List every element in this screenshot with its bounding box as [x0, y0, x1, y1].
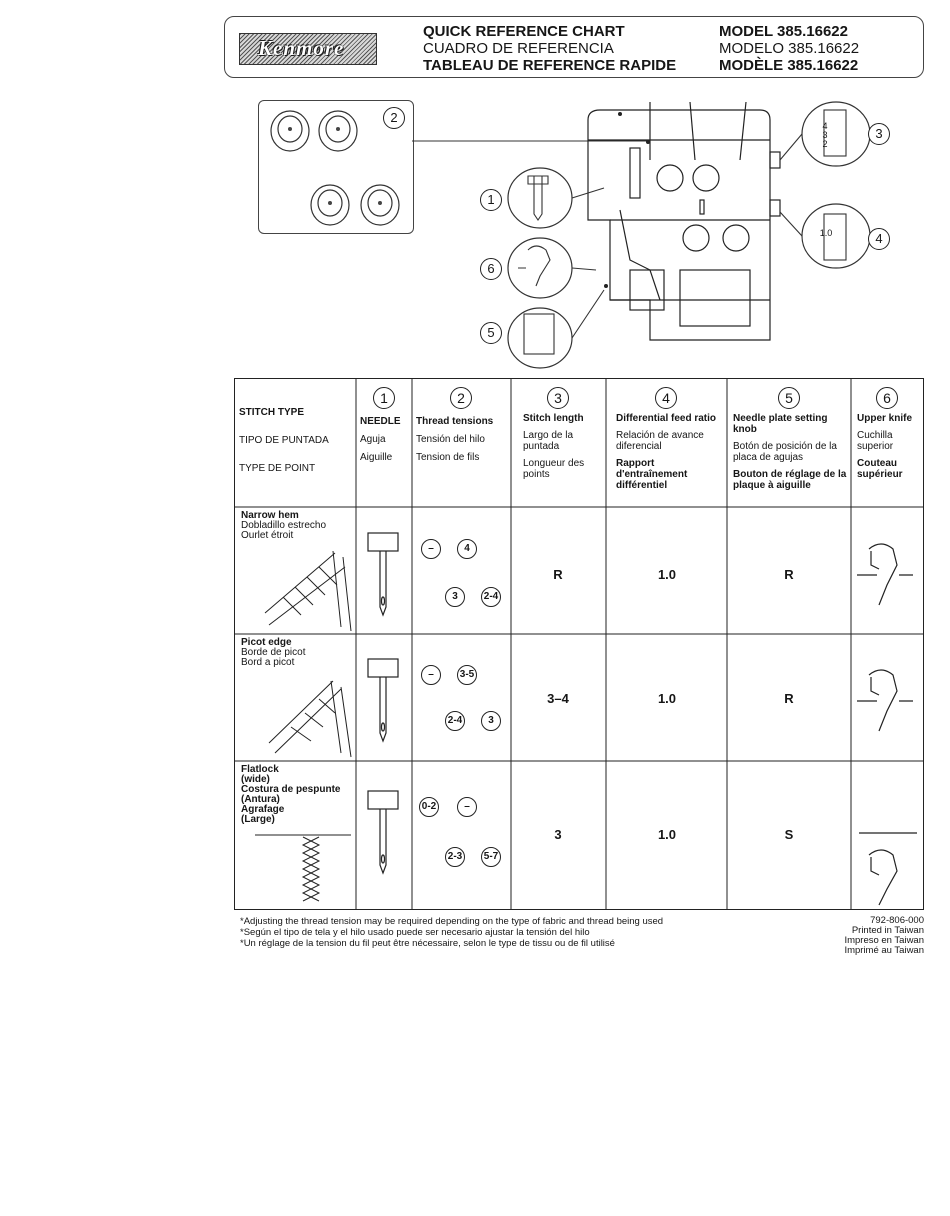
diff-feed-row1: 1.0: [657, 567, 677, 582]
knife-icon-row1: [857, 543, 913, 606]
chart-title: QUICK REFERENCE CHART CUADRO DE REFERENC…: [423, 23, 676, 74]
model-en: MODEL 385.16622: [719, 23, 848, 40]
flatlock-illustration: [255, 834, 351, 902]
kenmore-logo: Kenmore: [239, 33, 377, 65]
printed-fr: Imprimé au Taiwan: [844, 945, 924, 956]
serger-drawing: [587, 101, 781, 341]
callout-1: 1: [480, 189, 502, 211]
reference-table: STITCH TYPE TIPO DE PUNTADA TYPE DE POIN…: [234, 378, 924, 910]
footnote-es: *Según el tipo de tela y el hilo usado p…: [240, 927, 590, 938]
tension-lower-looper-row3: 5-7: [481, 847, 501, 867]
col-number-4: 4: [655, 387, 677, 409]
tension-right-needle-row1: 4: [457, 539, 477, 559]
print-info: 792-806-000 Printed in Taiwan Impreso en…: [844, 916, 924, 956]
model-es: MODELO 385.16622: [719, 40, 860, 57]
footnote-en: *Adjusting the thread tension may be req…: [240, 916, 664, 927]
tension-upper-looper-row3: 2-3: [445, 847, 465, 867]
title-fr: TABLEAU DE REFERENCE RAPIDE: [423, 57, 677, 74]
footnote-fr: *Un réglage de la tension du fil peut êt…: [240, 938, 615, 949]
needle-plate-row1: R: [784, 567, 794, 582]
diff-feed-row3: 1.0: [657, 827, 677, 842]
needle-plate-row3: S: [784, 827, 794, 842]
stitch-length-row2: 3–4: [547, 691, 569, 706]
model-number: MODEL 385.16622 MODELO 385.16622 MODÈLE …: [719, 23, 859, 74]
callout-3: 3: [868, 123, 890, 145]
col-number-2: 2: [450, 387, 472, 409]
tension-lower-looper-row1: 2-4: [481, 587, 501, 607]
callout-4: 4: [868, 228, 890, 250]
callout-2: 2: [383, 107, 405, 129]
model-fr: MODÈLE 385.16622: [719, 57, 859, 74]
tension-left-needle-row3: 0-2: [419, 797, 439, 817]
tension-upper-looper-row2: 2-4: [445, 711, 465, 731]
tension-left-needle-row1: –: [421, 539, 441, 559]
leader-line-2: [412, 140, 650, 142]
diff-feed-row2: 1.0: [657, 691, 677, 706]
tension-right-needle-row3: –: [457, 797, 477, 817]
header-box: Kenmore QUICK REFERENCE CHART CUADRO DE …: [224, 16, 924, 78]
tension-lower-looper-row2: 3: [481, 711, 501, 731]
col-number-3: 3: [547, 387, 569, 409]
tension-dials-box: 2: [258, 100, 414, 234]
needle-icon-row1: [367, 532, 399, 617]
knife-icon-row3: [859, 832, 917, 906]
col-number-6: 6: [876, 387, 898, 409]
tension-right-needle-row2: 3-5: [457, 665, 477, 685]
printed-es: Impreso en Taiwan: [844, 935, 924, 946]
stitch-length-row1: R: [553, 567, 563, 582]
footnotes: *Adjusting the thread tension may be req…: [240, 916, 663, 949]
title-en: QUICK REFERENCE CHART: [423, 23, 625, 40]
col-number-5: 5: [778, 387, 800, 409]
tension-left-needle-row2: –: [421, 665, 441, 685]
printed-en: Printed in Taiwan: [851, 925, 924, 936]
needle-plate-row2: R: [784, 691, 794, 706]
header-stitch-type: STITCH TYPE TIPO DE PUNTADA TYPE DE POIN…: [239, 407, 329, 474]
tension-upper-looper-row1: 3: [445, 587, 465, 607]
logo-text: Kenmore: [258, 36, 345, 60]
part-number: 792-806-000: [870, 915, 924, 926]
title-es: CUADRO DE REFERENCIA: [423, 40, 614, 57]
table-grid: [235, 379, 923, 909]
needle-icon-row2: [367, 658, 399, 743]
row-label-flatlock: Flatlock (wide) Costura de pespunte (Ant…: [241, 764, 341, 825]
needle-icon-row3: [367, 790, 399, 875]
tension-dials-drawing: [270, 110, 400, 226]
stitch-length-row3: 3: [554, 827, 562, 842]
col-number-1: 1: [373, 387, 395, 409]
gauge-diff-label: 1.0: [819, 228, 833, 238]
narrow-hem-illustration: [264, 550, 352, 632]
callout-5: 5: [480, 322, 502, 344]
zoom-callouts: [507, 101, 871, 369]
knife-icon-row2: [857, 669, 913, 732]
picot-edge-illustration: [268, 680, 352, 758]
callout-6: 6: [480, 258, 502, 280]
